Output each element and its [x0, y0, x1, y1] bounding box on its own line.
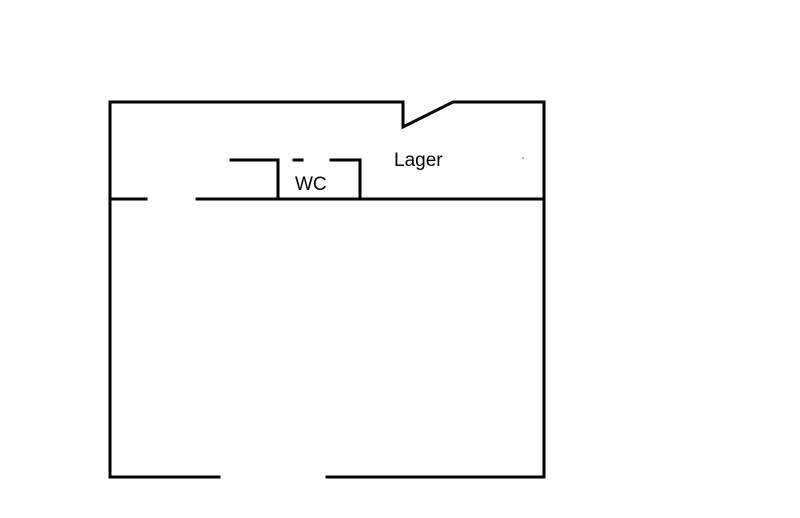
storage-label: Lager	[394, 150, 443, 171]
wc-label: WC	[295, 174, 327, 195]
top-wall-left	[108, 100, 546, 130]
speck-mark	[522, 157, 524, 159]
